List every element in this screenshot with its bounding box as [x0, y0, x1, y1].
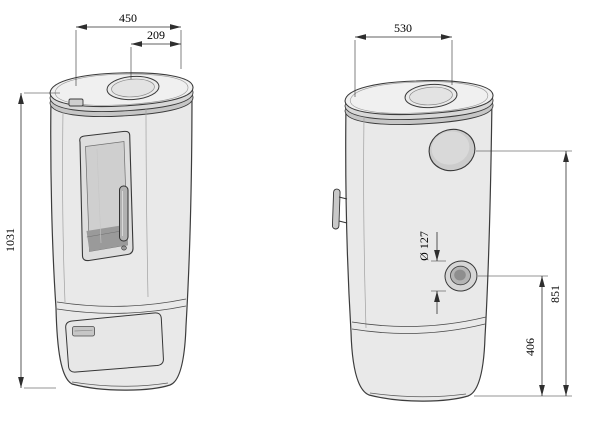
air-control-lever	[68, 98, 84, 107]
dimension-label-851: 851	[548, 285, 562, 303]
extension-lines-530	[354, 40, 453, 97]
cooking-plate-inner	[111, 78, 155, 98]
upper-flue-opening-inner	[431, 131, 470, 165]
front-view	[49, 72, 194, 391]
handle-mounts	[338, 196, 348, 224]
firebox-shadow	[86, 224, 128, 252]
front-panel-edges	[62, 107, 149, 303]
drawer-handle-slot	[72, 326, 95, 337]
dimension-label-530: 530	[394, 21, 412, 35]
dimension-label-209: 209	[147, 28, 165, 42]
rear-view	[331, 80, 494, 402]
cooking-plate-inner	[409, 86, 453, 106]
base-bottom-edge	[369, 392, 467, 398]
drawer-slot-inner	[74, 329, 93, 332]
ash-drawer	[65, 312, 164, 373]
door-handle	[119, 185, 129, 242]
dimension-annotations: 450 209 1031 530 Ø 127 851 406	[3, 11, 572, 397]
base-bottom-edge	[71, 381, 169, 387]
rear-panel-edge	[363, 117, 367, 329]
extension-lines-851	[474, 150, 572, 397]
dimension-label-127: Ø 127	[417, 231, 431, 261]
top-plate-inner-edge	[54, 73, 189, 106]
dimension-label-450: 450	[119, 11, 137, 25]
extension-lines-1031	[24, 92, 60, 389]
rear-flue-outlet-bore	[454, 269, 466, 281]
top-plate-inner-edge	[349, 81, 489, 114]
base-seam-lines	[351, 316, 487, 334]
glass-reflection	[96, 148, 102, 244]
door-latch	[121, 245, 127, 251]
dimension-label-406: 406	[523, 338, 537, 356]
extension-lines-450	[75, 30, 182, 86]
door-handle-side-view	[331, 188, 341, 230]
base-seam-lines	[56, 298, 187, 314]
dimension-label-1031: 1031	[3, 228, 17, 252]
